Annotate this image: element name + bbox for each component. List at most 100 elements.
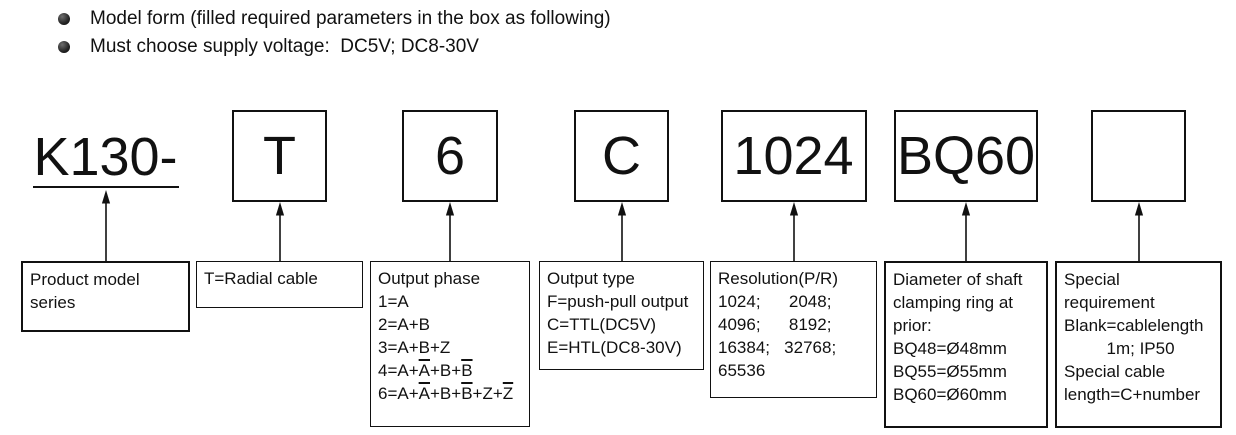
desc-line: E=HTL(DC8-30V): [547, 336, 699, 359]
code-box-output-phase: 6: [402, 110, 498, 202]
text-segment: prior:: [893, 316, 932, 335]
text-segment: Output type: [547, 269, 635, 288]
code-cell: BQ60: [884, 110, 1048, 202]
text-segment: 1=A: [378, 292, 409, 311]
desc-line: BQ55=Ø55mm: [893, 360, 1042, 383]
up-arrow-icon: [1134, 202, 1143, 261]
text-segment: 1024; 2048;: [718, 292, 832, 311]
desc-line: 3=A+B+Z: [378, 336, 525, 359]
code-cell: K130-: [21, 110, 190, 202]
arrow-cell: [884, 202, 1048, 261]
desc-line: Product model: [30, 268, 184, 291]
text-segment: Product model: [30, 270, 140, 289]
desc-line: clamping ring at: [893, 291, 1042, 314]
text-segment: length=C+number: [1064, 385, 1201, 404]
text-segment: C=TTL(DC5V): [547, 315, 657, 334]
desc-line: Special cable: [1064, 360, 1216, 383]
desc-line: 4096; 8192;: [718, 313, 872, 336]
desc-box-resolution: Resolution(P/R) 1024; 2048; 4096; 8192; 163…: [710, 261, 877, 398]
arrow-cell: [196, 202, 363, 261]
code-cell: [1055, 110, 1222, 202]
desc-line: Output phase: [378, 267, 525, 290]
desc-line: 16384; 32768;: [718, 336, 872, 359]
bullet-icon: [58, 41, 70, 53]
text-segment: series: [30, 293, 76, 312]
desc-line: 4=A+A+B+B: [378, 359, 525, 382]
code-box-output-type: C: [574, 110, 669, 202]
arrow-cell: [539, 202, 704, 261]
desc-box-shaft-ring-diameter: Diameter of shaft clamping ring at prior: B…: [884, 261, 1048, 428]
code-box-shaft-ring-diameter: BQ60: [894, 110, 1038, 202]
arrow-cell: [1055, 202, 1222, 261]
desc-box-product-model-series: Product model series: [21, 261, 190, 332]
desc-line: Output type: [547, 267, 699, 290]
code-cell: T: [196, 110, 363, 202]
desc-line: Blank=cablelength: [1064, 314, 1216, 337]
text-segment: BQ55=Ø55mm: [893, 362, 1007, 381]
text-segment: Diameter of shaft: [893, 270, 1023, 289]
desc-line: Special: [1064, 268, 1216, 291]
text-segment: Resolution(P/R): [718, 269, 838, 288]
up-arrow-icon: [445, 202, 455, 261]
desc-line: 65536: [718, 359, 872, 382]
desc-line: BQ48=Ø48mm: [893, 337, 1042, 360]
text-segment: Output phase: [378, 269, 481, 288]
code-box-resolution: 1024: [720, 110, 867, 202]
text-segment: E=HTL(DC8-30V): [547, 338, 682, 357]
bullet-text: Must choose supply voltage: DC5V; DC8-30…: [90, 36, 479, 57]
text-segment: 4=A+: [378, 361, 419, 380]
text-segment: 65536: [718, 361, 766, 380]
overlined-signal: A: [418, 361, 430, 380]
desc-line: 1m; IP50: [1064, 337, 1216, 360]
desc-line: Diameter of shaft: [893, 268, 1042, 291]
desc-line: 1024; 2048;: [718, 290, 872, 313]
text-segment: clamping ring at: [893, 293, 1014, 312]
text-segment: +B+: [430, 361, 462, 380]
desc-line: prior:: [893, 314, 1042, 337]
code-cell: C: [539, 110, 704, 202]
text-segment: 6=A+: [378, 384, 419, 403]
text-segment: +B+: [430, 384, 462, 403]
bullet-icon: [58, 13, 70, 25]
text-segment: 1m; IP50: [1064, 339, 1175, 358]
model-code-diagram: K130- Product model series T T=Radial cable 6…: [21, 110, 1222, 428]
code-box-special-requirement: [1091, 110, 1186, 202]
bullet-item: Model form (filled required parameters i…: [58, 5, 611, 33]
text-segment: F=push-pull output: [547, 292, 689, 311]
arrow-cell: [21, 190, 190, 261]
bullet-item: Must choose supply voltage: DC5V; DC8-30…: [58, 33, 611, 61]
model-prefix: K130-: [33, 127, 178, 187]
text-segment: T=Radial cable: [204, 269, 318, 288]
arrow-cell: [370, 202, 530, 261]
text-segment: +Z+: [472, 384, 503, 403]
desc-line: 2=A+B: [378, 313, 525, 336]
desc-line: C=TTL(DC5V): [547, 313, 699, 336]
text-segment: requirement: [1064, 293, 1155, 312]
text-segment: Special: [1064, 270, 1120, 289]
desc-line: length=C+number: [1064, 383, 1216, 406]
model-prefix-block: K130-: [32, 127, 179, 188]
desc-line: requirement: [1064, 291, 1216, 314]
text-segment: BQ48=Ø48mm: [893, 339, 1007, 358]
diagram-column-product-model-series: K130- Product model series: [21, 110, 190, 332]
desc-line: BQ60=Ø60mm: [893, 383, 1042, 406]
bullet-text: Model form (filled required parameters i…: [90, 8, 611, 29]
text-segment: 2=A+B: [378, 315, 430, 334]
overlined-signal: A: [418, 384, 430, 403]
text-segment: 16384; 32768;: [718, 338, 837, 357]
overlined-signal: B: [461, 384, 473, 403]
up-arrow-icon: [617, 202, 626, 261]
text-segment: Blank=cablelength: [1064, 316, 1204, 335]
text-segment: 3=A+B+Z: [378, 338, 451, 357]
bullet-list: Model form (filled required parameters i…: [58, 5, 611, 61]
overlined-signal: Z: [502, 384, 514, 403]
desc-line: 6=A+A+B+B+Z+Z: [378, 382, 525, 405]
code-box-cable-type: T: [232, 110, 327, 202]
